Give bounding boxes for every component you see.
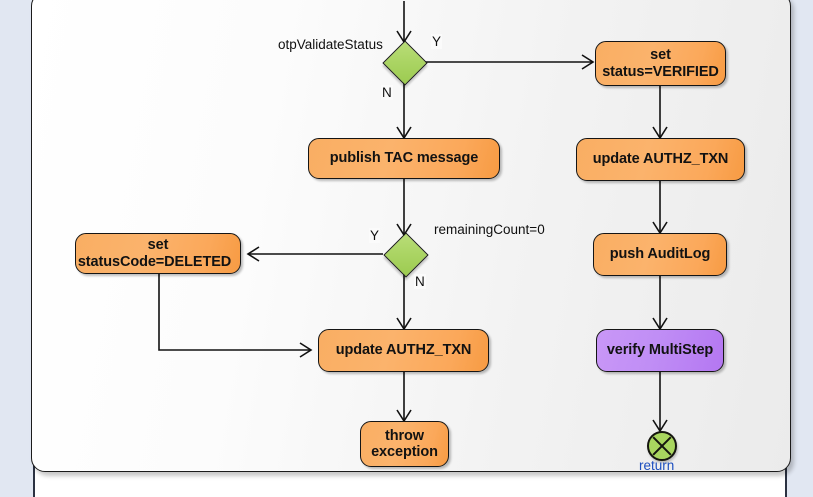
action-update-authz-txn-right-label: update AUTHZ_TXN — [592, 151, 729, 168]
action-set-status-verified[interactable]: set status=VERIFIED — [595, 41, 726, 86]
action-set-status-code-deleted-line1: set — [147, 237, 169, 254]
action-throw-exception-line1: throw — [385, 427, 424, 444]
final-node-cross-icon — [652, 436, 672, 456]
action-publish-tac-message-label: publish TAC message — [329, 150, 479, 167]
action-set-status-code-deleted[interactable]: set statusCode=DELETED — [75, 233, 241, 274]
activity-diagram-card: otpValidateStatus Y N remainingCount=0 Y… — [31, 0, 791, 472]
guard-label-remaining-count: remainingCount=0 — [434, 222, 545, 237]
action-verify-multistep[interactable]: verify MultiStep — [596, 329, 724, 372]
diagram-canvas: otpValidateStatus Y N remainingCount=0 Y… — [32, 1, 790, 472]
final-node-label: return — [639, 458, 675, 472]
action-throw-exception[interactable]: throw exception — [360, 421, 449, 467]
branch-label-otp-no: N — [381, 85, 393, 100]
action-push-auditlog[interactable]: push AuditLog — [593, 233, 727, 276]
branch-label-otp-yes: Y — [431, 34, 443, 49]
left-gutter-band — [0, 0, 33, 497]
action-verify-multistep-label: verify MultiStep — [606, 342, 714, 359]
flow-final-node-icon[interactable] — [647, 431, 677, 461]
action-set-status-verified-line2: status=VERIFIED — [602, 63, 719, 80]
action-set-status-verified-line1: set — [650, 47, 671, 64]
branch-label-remaining-no: N — [414, 274, 426, 289]
branch-label-remaining-yes: Y — [369, 228, 381, 243]
action-push-auditlog-label: push AuditLog — [609, 246, 711, 263]
action-update-authz-txn-right[interactable]: update AUTHZ_TXN — [576, 138, 745, 181]
right-gutter-band — [787, 0, 813, 497]
guard-label-otp-validate-status: otpValidateStatus — [278, 37, 383, 52]
action-throw-exception-line2: exception — [371, 444, 438, 460]
action-update-authz-txn-left[interactable]: update AUTHZ_TXN — [318, 329, 489, 372]
action-set-status-code-deleted-line2: statusCode=DELETED — [77, 253, 232, 270]
edge-connectors — [158, 1, 668, 433]
action-update-authz-txn-left-label: update AUTHZ_TXN — [335, 342, 472, 359]
action-publish-tac-message[interactable]: publish TAC message — [308, 138, 500, 179]
